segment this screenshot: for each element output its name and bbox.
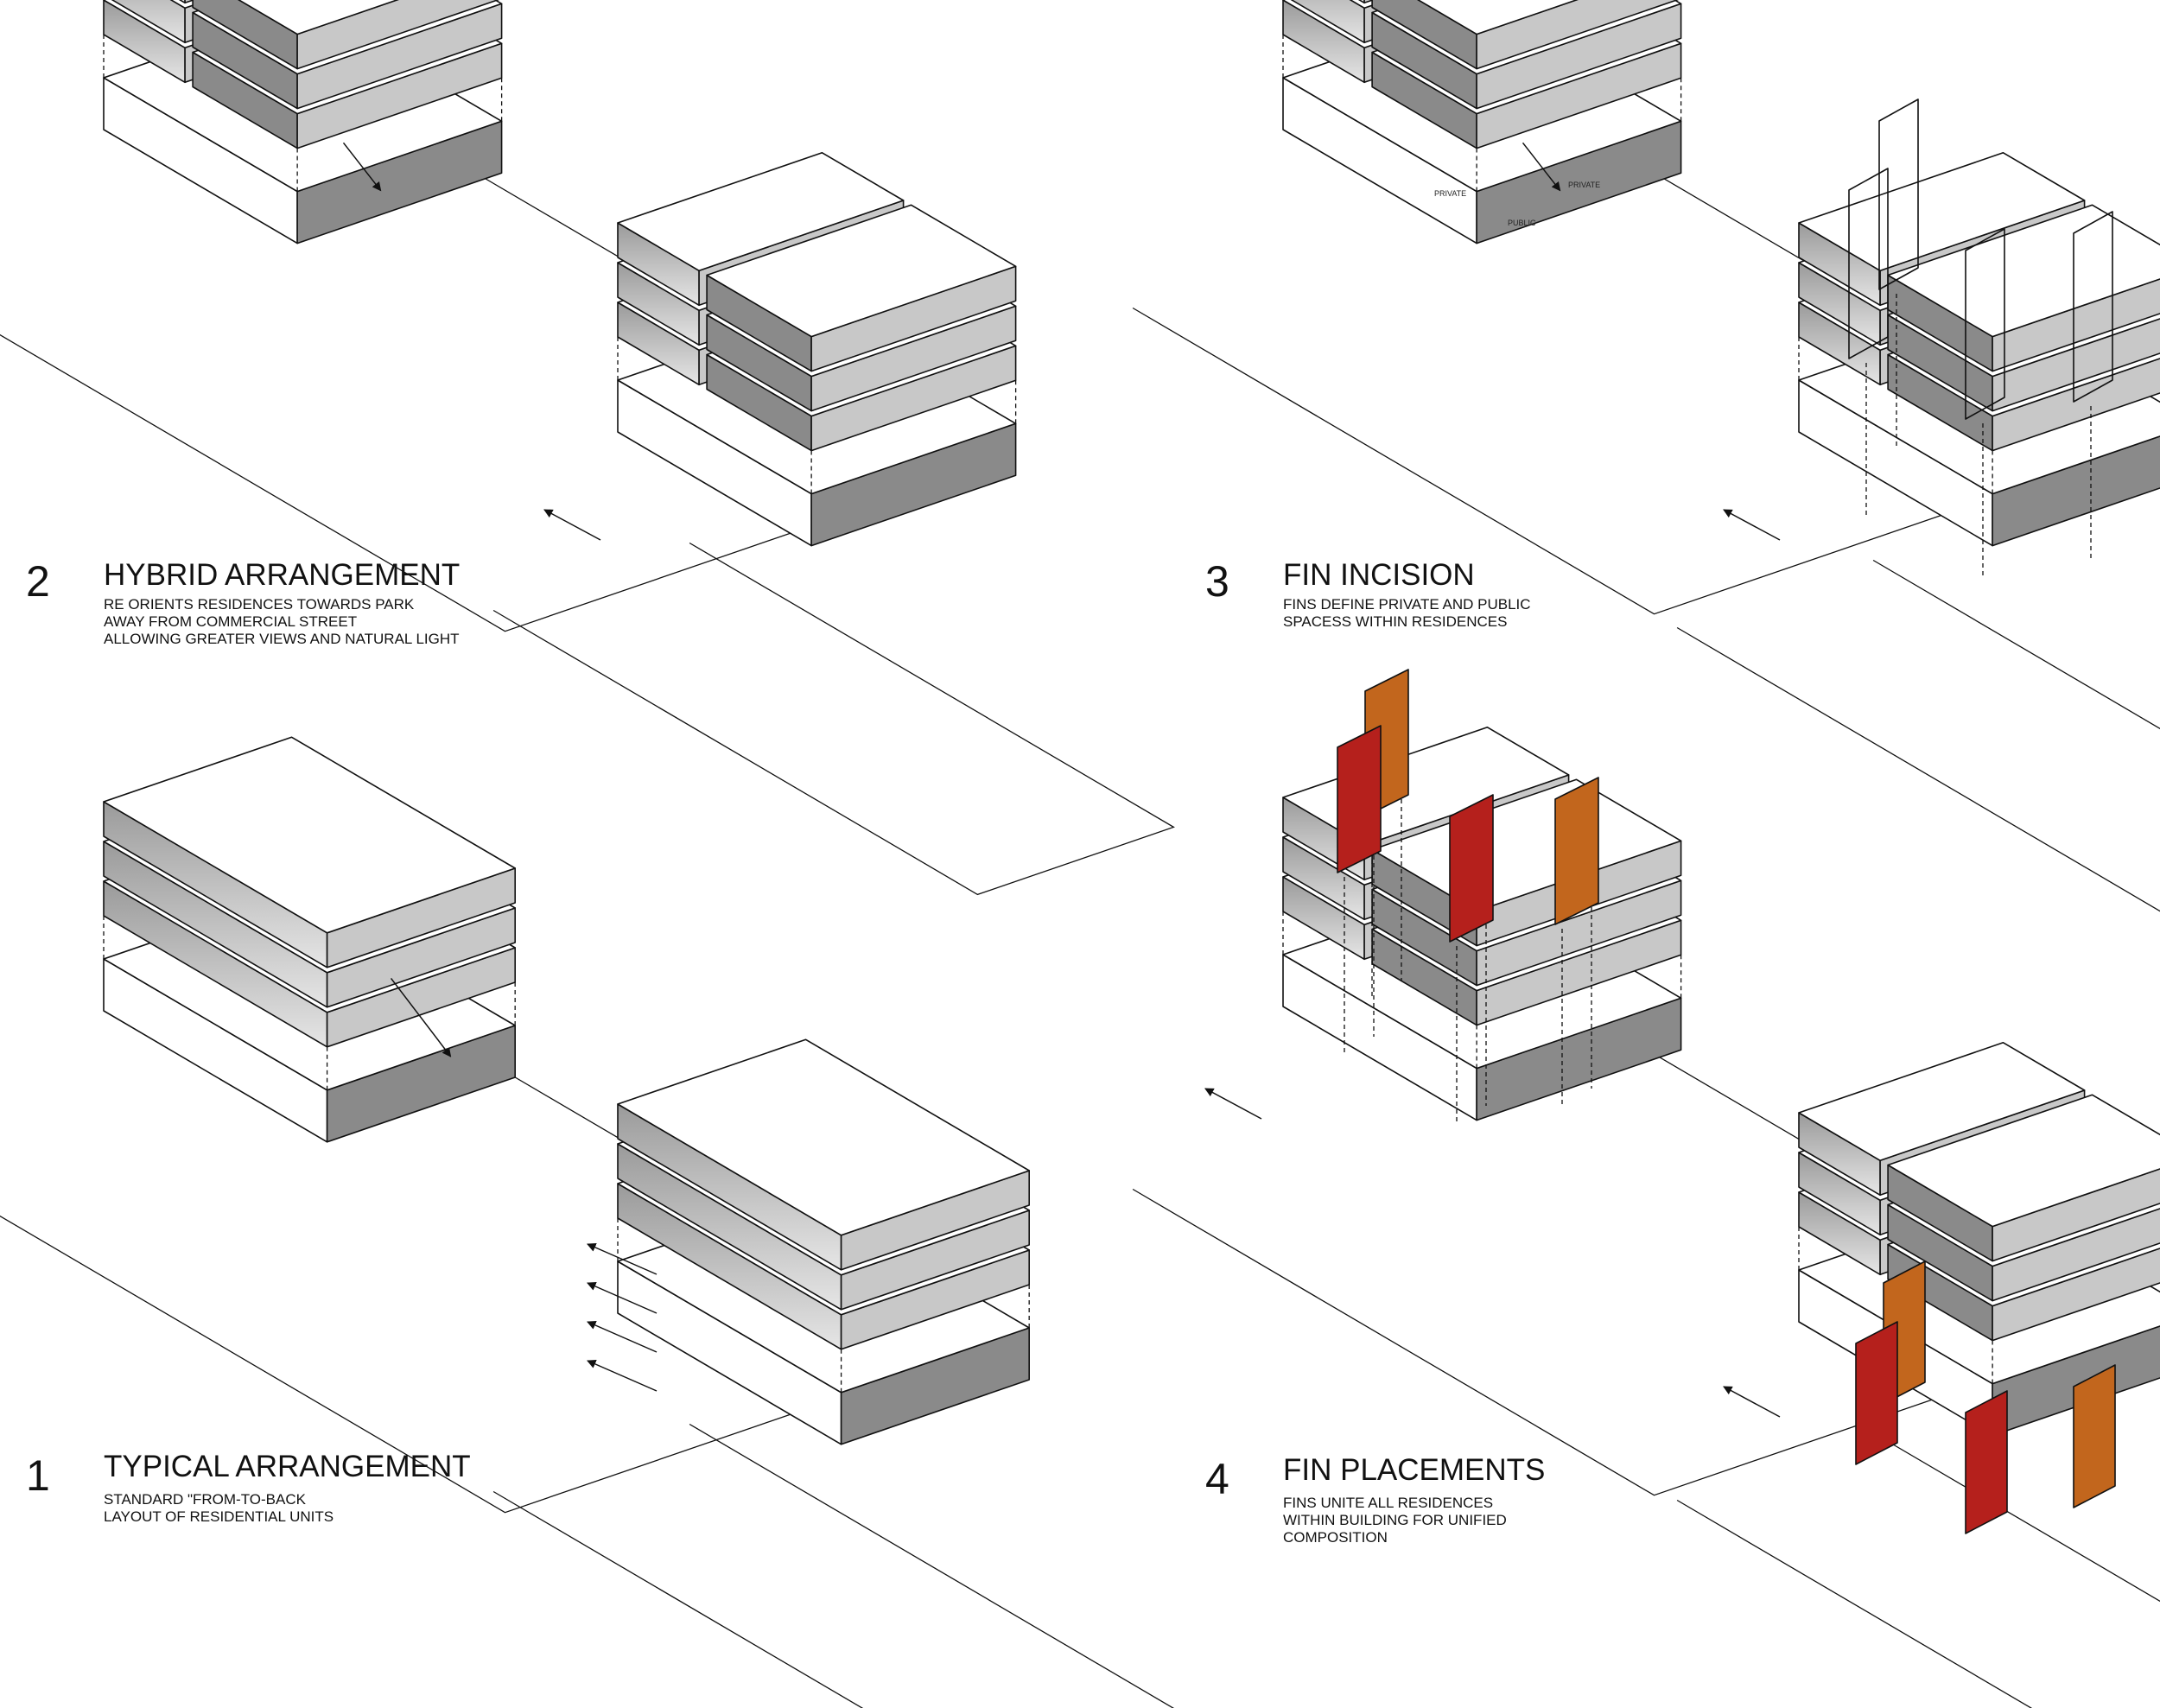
roof-label-private-left: PRIVATE xyxy=(1434,189,1467,198)
panel-4-ground-small-outline xyxy=(1676,1432,2160,1708)
panel-2-assembled-building-floor-2-b-top-face xyxy=(706,204,1017,338)
panel-1-desc-line: LAYOUT OF RESIDENTIAL UNITS xyxy=(104,1508,334,1525)
panel-4-color-fin-1 xyxy=(1337,725,1382,1054)
panel-4-placed-fin-3 xyxy=(2073,1364,2116,1508)
panel-4-color-fin-3 xyxy=(1554,777,1599,1106)
panel-3-ground-small-outline xyxy=(1676,559,2160,912)
panel-2-desc-line: ALLOWING GREATER VIEWS AND NATURAL LIGHT xyxy=(104,631,460,647)
panel-1-number: 1 xyxy=(26,1451,50,1500)
panel-4-desc-line: COMPOSITION xyxy=(1283,1529,1388,1546)
panel-2-number: 2 xyxy=(26,557,50,606)
panel-2-ground-small-outline xyxy=(492,542,1175,896)
panel-3-title: FIN INCISION xyxy=(1283,558,1475,592)
panel-3-desc-line: FINS DEFINE PRIVATE AND PUBLIC xyxy=(1283,596,1531,613)
panel-1-arrow-left xyxy=(587,1242,658,1275)
panel-4-assembled-building-floor-2-b-top-face xyxy=(1887,1094,2160,1228)
panel-2-exploded-building xyxy=(103,0,503,244)
panel-1-assembled-building xyxy=(617,1038,1030,1445)
panel-1-exploded-building-floor-2-top-face xyxy=(103,736,517,934)
panel-4-color-fin-2 xyxy=(1449,794,1494,1123)
panel-4-placed-fin-2 xyxy=(1965,1390,2008,1534)
panel-2-arrow-park xyxy=(543,509,601,541)
panel-2-exploded-building-floor-2-b xyxy=(192,0,500,70)
panel-4-placed-fin-1 xyxy=(1855,1321,1898,1465)
panel-3-desc-line: SPACESS WITHIN RESIDENCES xyxy=(1283,613,1508,630)
panel-3-outline-fin-3 xyxy=(2073,211,2113,562)
panel-3-outline-fin-1 xyxy=(1878,98,1919,449)
panel-2-desc-line: RE ORIENTS RESIDENCES TOWARDS PARK xyxy=(104,596,415,613)
panel-2-desc-line: AWAY FROM COMMERCIAL STREET xyxy=(104,613,358,630)
panel-1-description: STANDARD "FROM-TO-BACK LAYOUT OF RESIDEN… xyxy=(104,1491,334,1526)
panel-2-assembled-building-floor-2-b xyxy=(706,204,1017,372)
panel-3-assembled-building-floor-2-a-top-face xyxy=(1798,152,2086,272)
panel-3-number: 3 xyxy=(1205,557,1229,606)
panel-1-assembled-building-floor-2-top-face xyxy=(617,1038,1030,1236)
panel-4-color-fin-face xyxy=(1554,777,1599,925)
panel-4-assembled-building-floor-2-a-top-face xyxy=(1798,1042,2086,1162)
panel-2-exploded-building-floor-2-a-side-face xyxy=(184,0,196,4)
panel-3-assembled-building xyxy=(1798,152,2160,547)
panel-3-exploded-building-floor-2-a-side-face xyxy=(1363,0,1375,4)
panel-2-arrow-right xyxy=(342,142,382,192)
panel-3-ground-small xyxy=(1676,559,2160,912)
panel-3-exploded-building-floor-2-a xyxy=(1357,0,1375,4)
roof-label-private-right: PRIVATE xyxy=(1568,181,1601,189)
panel-1-assembled-building-floor-2 xyxy=(617,1038,1030,1271)
panel-2-exploded-building-floor-2-b-top-face xyxy=(238,0,399,35)
panel-3-outline-fin-0 xyxy=(1848,168,1889,518)
panel-1-ground-small xyxy=(492,1423,1175,1708)
panel-4-color-fin-face xyxy=(1449,794,1494,943)
panel-4-color-fin-face xyxy=(1337,725,1382,873)
panel-3-outline-fin-face xyxy=(2073,211,2113,403)
panel-4-description: FINS UNITE ALL RESIDENCES WITHIN BUILDIN… xyxy=(1283,1495,1507,1546)
panel-4-desc-line: FINS UNITE ALL RESIDENCES xyxy=(1283,1495,1494,1511)
panel-4-ground-small xyxy=(1676,1432,2160,1708)
panel-2-exploded-building-floor-2-a xyxy=(178,0,196,4)
panel-3-assembled-building-floor-2-b-top-face xyxy=(1887,204,2160,338)
panel-3-outline-fin-face xyxy=(1878,98,1919,290)
panel-3-arrow-right xyxy=(1522,142,1561,192)
panel-4-arrow-left xyxy=(1204,1088,1262,1120)
panel-3-exploded-building-floor-2-b-top-face xyxy=(1417,0,1579,35)
panel-4-assembled-building-floor-2-b xyxy=(1887,1094,2160,1262)
panel-3-description: FINS DEFINE PRIVATE AND PUBLIC SPACESS W… xyxy=(1283,596,1531,631)
panel-3-exploded-building xyxy=(1282,0,1682,244)
roof-label-public: PUBLIC xyxy=(1508,219,1536,227)
panel-4-number: 4 xyxy=(1205,1455,1229,1503)
panel-3-arrow-park xyxy=(1723,509,1781,541)
panel-3-exploded-building-floor-2-b xyxy=(1371,0,1680,70)
panel-2-ground-small xyxy=(492,542,1175,896)
panel-3-outline-fin-face xyxy=(1965,228,2005,420)
panel-4-title: FIN PLACEMENTS xyxy=(1283,1453,1546,1487)
panel-1-exploded-building xyxy=(103,736,517,1143)
panel-2-title: HYBRID ARRANGEMENT xyxy=(104,558,461,592)
panel-1-arrow-right xyxy=(391,977,452,1057)
panel-1-arrow-left xyxy=(587,1320,658,1353)
panel-3-outline-fin-2 xyxy=(1965,228,2005,579)
panel-1-ground-small-outline xyxy=(492,1423,1175,1708)
panel-4-arrow-park xyxy=(1723,1386,1781,1418)
panel-4-desc-line: WITHIN BUILDING FOR UNIFIED xyxy=(1283,1512,1507,1528)
panel-1-arrow-left xyxy=(587,1359,658,1392)
panel-1-exploded-building-floor-2 xyxy=(103,736,517,968)
panel-1-arrow-left xyxy=(587,1281,658,1314)
panel-3-outline-fin-face xyxy=(1848,168,1889,359)
panel-2-assembled-building xyxy=(617,152,1017,547)
panel-1-title: TYPICAL ARRANGEMENT xyxy=(104,1450,471,1483)
panel-1-desc-line: STANDARD "FROM-TO-BACK xyxy=(104,1491,306,1508)
panel-2-description: RE ORIENTS RESIDENCES TOWARDS PARK AWAY … xyxy=(104,596,460,648)
panel-2-assembled-building-floor-2-a-top-face xyxy=(617,152,905,272)
